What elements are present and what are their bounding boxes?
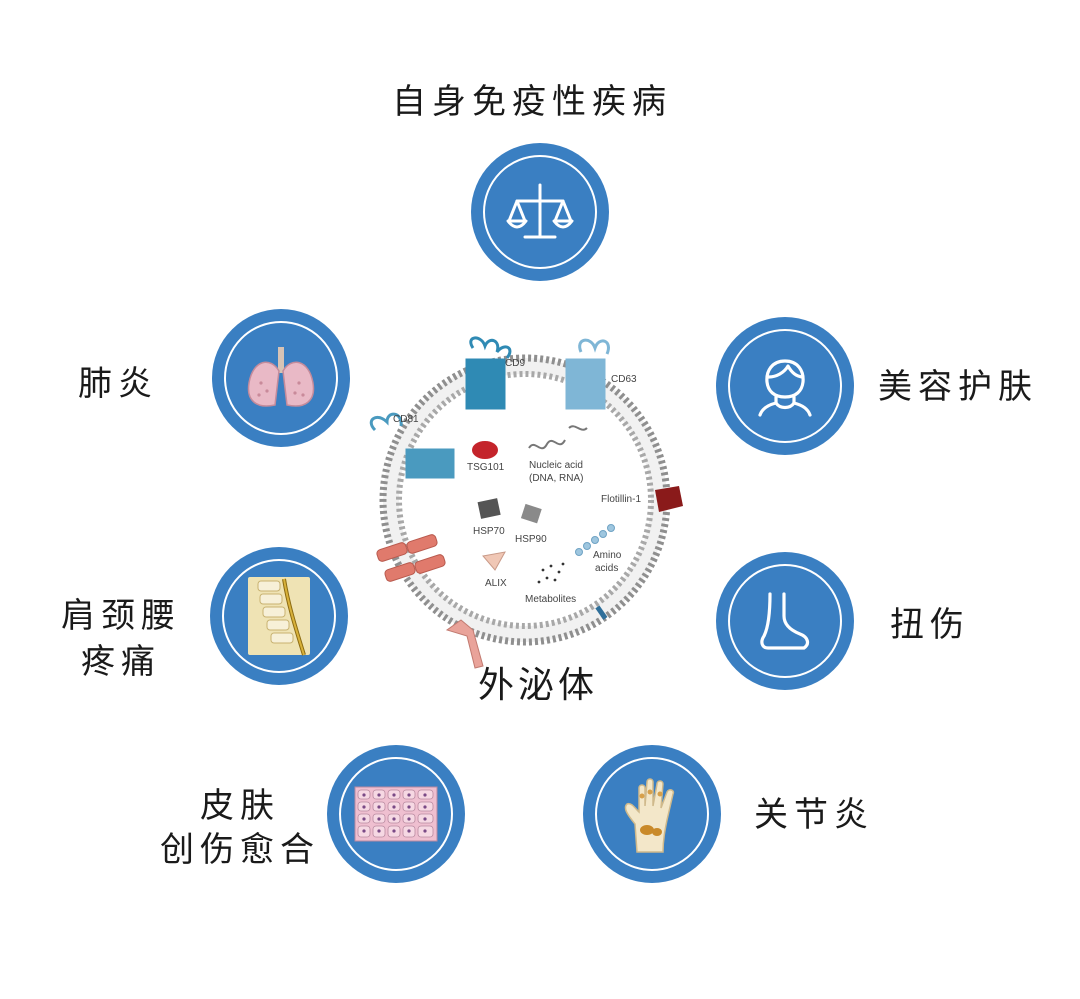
- skincare-node: [716, 317, 854, 455]
- cd9-protein: [465, 336, 512, 410]
- alix-mark: [482, 551, 506, 571]
- lungs-icon: [247, 347, 315, 407]
- spine-icon: [248, 577, 310, 656]
- skincare-label: 美容护肤: [878, 367, 1038, 407]
- amino-label-2: acids: [595, 563, 618, 574]
- tsg101-label: TSG101: [467, 462, 505, 473]
- nucleic-acid-label-2: (DNA, RNA): [529, 473, 583, 484]
- autoimmune-label: 自身免疫性疾病: [392, 82, 672, 122]
- nucleic-acid-mark: [528, 425, 588, 450]
- sprain-node: [716, 552, 854, 690]
- exosome-label: 外泌体: [478, 665, 599, 706]
- autoimmune-node: [471, 143, 609, 281]
- foot-icon: [760, 592, 810, 650]
- amino-acids-mark: [575, 524, 615, 556]
- spine-node: [210, 547, 348, 685]
- metabolites-mark: [537, 562, 565, 584]
- membrane-channel: [595, 605, 608, 620]
- spine-label-line2: 疼痛: [81, 642, 161, 682]
- nucleic-acid-label-1: Nucleic acid: [529, 460, 583, 471]
- hsp90-mark: [520, 503, 542, 524]
- membrane-protein-left: [376, 534, 446, 582]
- cd63-label: CD63: [611, 374, 637, 385]
- hand-bones-icon: [624, 778, 675, 853]
- alix-label: ALIX: [485, 578, 507, 589]
- cd63-protein: [565, 338, 610, 410]
- membrane-inner: [396, 371, 654, 629]
- flotillin-mark: [655, 486, 683, 512]
- sprain-label: 扭伤: [890, 605, 970, 645]
- flotillin-label: Flotillin-1: [601, 494, 641, 505]
- arthritis-label: 关节炎: [754, 795, 874, 835]
- metabolites-label: Metabolites: [525, 594, 576, 605]
- wound-label-line1: 皮肤: [200, 786, 280, 826]
- skin-cells-icon: [354, 786, 438, 842]
- cd81-label: CD81: [393, 414, 419, 425]
- arthritis-node: [583, 745, 721, 883]
- amino-label-1: Amino: [593, 550, 622, 561]
- cd9-label: CD9: [505, 358, 525, 369]
- pneumonia-label: 肺炎: [78, 364, 158, 404]
- pneumonia-node: [212, 309, 350, 447]
- spine-label-line1: 肩颈腰: [61, 596, 181, 636]
- tsg101-mark: [472, 441, 498, 459]
- face-icon: [758, 359, 812, 417]
- exosome-diagram: CD9 CD63 CD81 TSG101 Nucleic acid (DNA, …: [355, 330, 695, 670]
- hsp70-mark: [477, 498, 501, 519]
- membrane-receptor-bottom: [445, 619, 484, 669]
- hsp70-label: HSP70: [473, 526, 505, 537]
- hsp90-label: HSP90: [515, 534, 547, 545]
- cd81-protein: [369, 412, 455, 479]
- balance-scale-icon: [506, 183, 574, 239]
- wound-label-line2: 创伤愈合: [160, 830, 320, 870]
- wound-node: [327, 745, 465, 883]
